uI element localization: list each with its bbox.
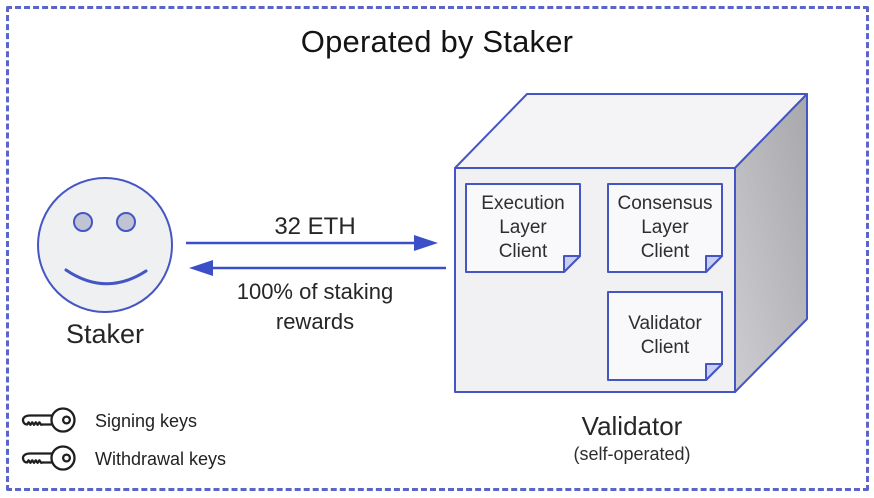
- validator-client-label: Validator Client: [628, 312, 702, 358]
- legend-withdrawal-keys-label: Withdrawal keys: [95, 449, 227, 469]
- dashed-border: [6, 6, 869, 491]
- execution-layer-client-label: Execution Layer Client: [481, 192, 565, 263]
- note-card-consensus-client: [607, 183, 723, 273]
- note-card-execution-client: [465, 183, 581, 273]
- rewards-label: 100% of staking rewards: [236, 279, 394, 335]
- validator-sublabel: (self-operated): [573, 444, 691, 464]
- key-icon: [21, 445, 76, 471]
- smiley-face-icon: [37, 177, 173, 313]
- staker-label: Staker: [65, 319, 145, 349]
- validator-label: Validator: [581, 411, 683, 441]
- note-card-validator-client: [607, 291, 723, 381]
- consensus-layer-client-label: Consensus Layer Client: [617, 192, 713, 263]
- diagram-title: Operated by Staker: [300, 24, 574, 59]
- deposit-arrow-right-icon: [186, 235, 438, 251]
- key-icon: [21, 407, 76, 433]
- legend-signing-keys-label: Signing keys: [95, 411, 198, 431]
- deposit-amount-label: 32 ETH: [274, 213, 356, 240]
- rewards-arrow-left-icon: [189, 260, 446, 276]
